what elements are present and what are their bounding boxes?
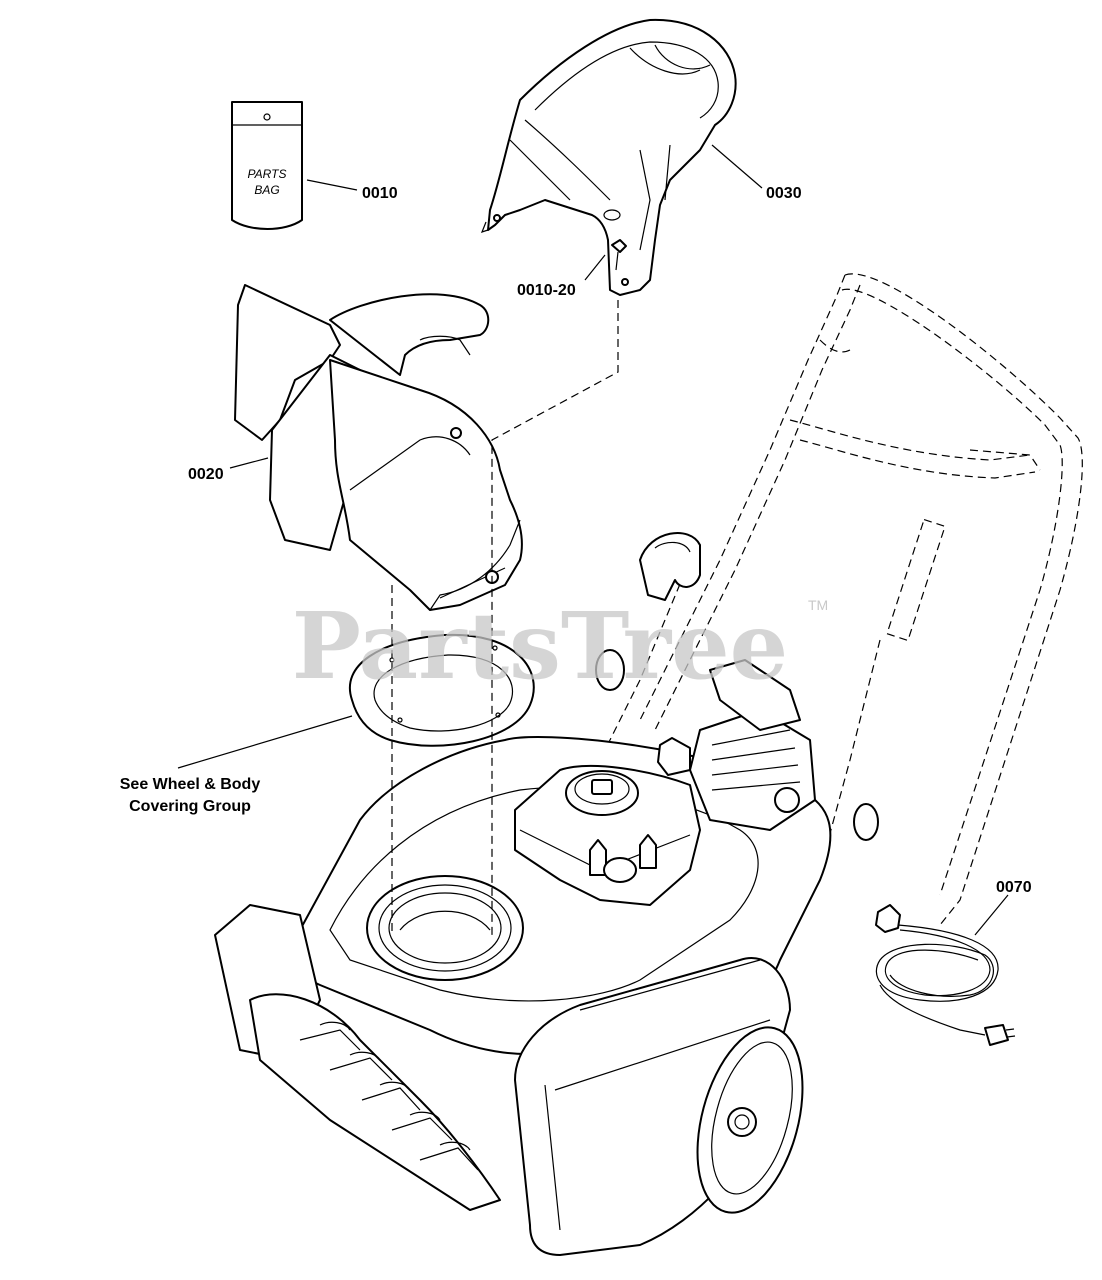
parts-bag-label-line1: PARTS — [248, 167, 287, 181]
callout-labels: 0010 0030 0010-20 0020 0070 See Wheel & … — [120, 185, 1032, 896]
chute-deflector — [480, 18, 737, 296]
watermark-trademark: TM — [808, 597, 828, 613]
partstree-watermark: PartsTree TM — [292, 592, 828, 700]
leader-lines — [177, 144, 1009, 936]
power-cord — [875, 904, 1016, 1046]
callout-see-wheel-line2: Covering Group — [129, 798, 251, 815]
callout-0070: 0070 — [996, 879, 1032, 896]
chute-ring — [349, 633, 535, 747]
watermark-text: PartsTree — [292, 592, 788, 700]
parts-bag-label-line2: BAG — [254, 183, 279, 197]
callout-0030: 0030 — [766, 185, 802, 202]
alignment-lines — [391, 300, 619, 935]
callout-0010-20: 0010-20 — [517, 282, 576, 299]
callout-see-wheel-line1: See Wheel & Body — [120, 776, 261, 793]
callout-0020: 0020 — [188, 466, 224, 483]
snow-thrower-body — [214, 532, 879, 1256]
parts-bag: PARTS BAG — [231, 101, 303, 230]
discharge-chute — [234, 284, 523, 611]
callout-0010: 0010 — [362, 185, 398, 202]
